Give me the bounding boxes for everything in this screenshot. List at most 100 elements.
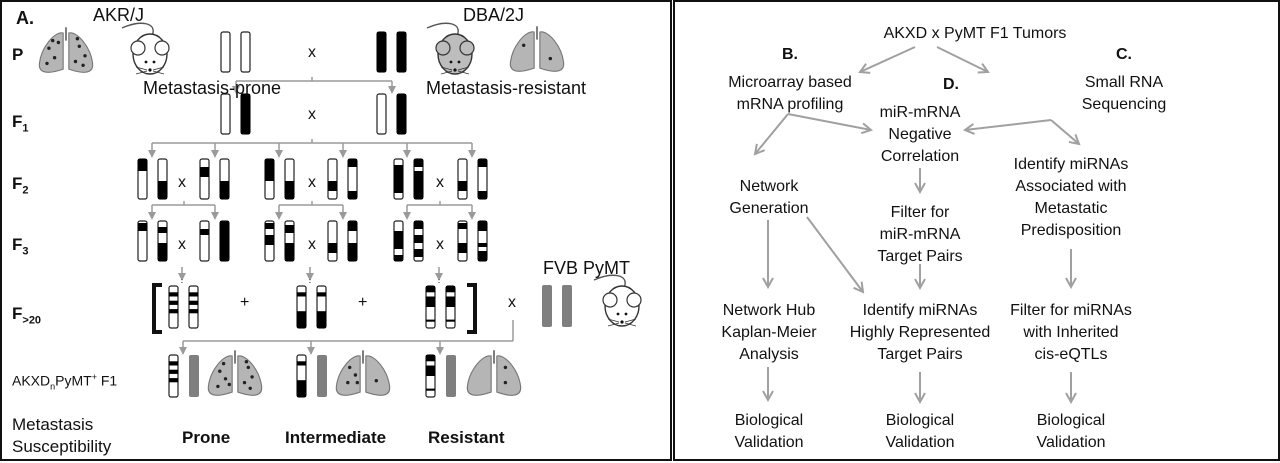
cross-connector bbox=[275, 201, 347, 220]
metastasis-dot bbox=[216, 384, 220, 389]
pymt-chromosome bbox=[317, 355, 327, 397]
node-b-network-hub: Network Hub Kaplan-Meier Analysis bbox=[721, 300, 816, 366]
node-line: miR-mRNA bbox=[879, 226, 961, 243]
mouse-whisker bbox=[152, 66, 165, 71]
chromosome-band bbox=[426, 319, 435, 322]
chromosome bbox=[413, 220, 424, 262]
node-line: Target Pairs bbox=[877, 248, 963, 265]
pymt-chromosome bbox=[189, 355, 199, 397]
chromosome-body bbox=[199, 158, 210, 200]
mouse-eye bbox=[616, 312, 620, 316]
arrow-network-to-identify bbox=[806, 216, 863, 292]
chromosome bbox=[396, 31, 407, 73]
akxd-c: F1 bbox=[96, 372, 118, 389]
chromosome-band bbox=[426, 388, 435, 391]
mouse-ear bbox=[602, 292, 618, 308]
chromosome bbox=[393, 220, 404, 262]
f3-base: F bbox=[12, 235, 23, 254]
metastasis-dot bbox=[73, 59, 78, 64]
node-line: Biological bbox=[885, 412, 955, 429]
metastasis-dot bbox=[242, 380, 247, 385]
metastasis-dot bbox=[353, 373, 358, 377]
metastasis-dot bbox=[374, 378, 379, 383]
chromosome bbox=[240, 31, 251, 73]
f3-sub: 3 bbox=[22, 245, 29, 258]
chromosome-band bbox=[478, 191, 487, 199]
chromosome-band bbox=[265, 235, 274, 245]
final-cross-connector bbox=[179, 320, 514, 355]
chromosome-band bbox=[297, 380, 306, 397]
chromosome bbox=[264, 158, 275, 200]
metastasis-dot bbox=[227, 382, 232, 387]
lung-left bbox=[335, 355, 361, 396]
strain-label-akr: AKR/J bbox=[93, 5, 145, 25]
node-line: miR-mRNA bbox=[879, 104, 961, 121]
node-line: Highly Represented bbox=[849, 324, 991, 341]
mouse-whisker bbox=[135, 66, 148, 71]
chromosome-band bbox=[458, 223, 467, 229]
mouse-whisker bbox=[440, 70, 453, 75]
metastasis-dot bbox=[548, 56, 553, 61]
chromosome bbox=[457, 158, 468, 200]
metastasis-dot bbox=[244, 359, 249, 364]
metastasis-dot bbox=[347, 365, 352, 370]
node-line: Biological bbox=[1036, 412, 1106, 429]
icons bbox=[38, 22, 642, 396]
mouse-tail bbox=[121, 22, 154, 37]
node-line: mRNA profiling bbox=[736, 96, 844, 113]
lungs-icon bbox=[466, 350, 522, 396]
node-d-negative-correlation: miR-mRNA Negative Correlation bbox=[880, 102, 961, 168]
outcome-intermediate: Intermediate bbox=[285, 428, 387, 447]
metastasis-dot bbox=[75, 36, 80, 41]
lungs-icon bbox=[38, 27, 94, 73]
chromosome-body bbox=[220, 93, 231, 135]
chromosome-band bbox=[297, 292, 306, 297]
node-line: Predisposition bbox=[1020, 222, 1122, 239]
cross-symbol-p: x bbox=[308, 44, 316, 61]
metastasis-dot bbox=[346, 380, 350, 385]
cross-connector bbox=[148, 139, 476, 158]
mouse-whisker bbox=[440, 66, 453, 71]
node-c-identify-mirnas: Identify miRNAs Associated with Metastat… bbox=[1014, 154, 1129, 242]
mouse-nose bbox=[453, 68, 457, 72]
breeding-diagram bbox=[38, 22, 642, 398]
node-line: Network bbox=[739, 178, 799, 195]
generation-label-f2: F2 bbox=[12, 174, 29, 196]
phenotype-label-prone: Metastasis-prone bbox=[143, 78, 282, 98]
lung-left bbox=[207, 355, 233, 396]
node-d-identify-mirnas: Identify miRNAs Highly Represented Targe… bbox=[850, 300, 991, 366]
mouse-ear bbox=[626, 292, 642, 308]
arrow-c-to-d bbox=[965, 119, 1052, 130]
chromosome-band bbox=[285, 243, 294, 261]
node-line: Network Hub bbox=[722, 302, 816, 319]
lung-left bbox=[38, 32, 64, 73]
chromosome-band bbox=[414, 159, 423, 167]
f1-base: F bbox=[12, 112, 23, 131]
susceptibility-line2: Susceptibility bbox=[12, 437, 112, 456]
mouse-nose bbox=[148, 68, 152, 72]
cross-connector bbox=[232, 77, 396, 94]
cross-symbol-f2-a: x bbox=[178, 174, 186, 191]
node-line: Validation bbox=[734, 434, 804, 451]
plus-symbol-1: + bbox=[240, 294, 250, 311]
node-line: Validation bbox=[885, 434, 955, 451]
outcome-prone: Prone bbox=[182, 428, 231, 447]
chromosome bbox=[168, 354, 179, 398]
chromosome bbox=[137, 220, 148, 262]
outcome-resistant: Resistant bbox=[428, 428, 505, 447]
chromosome-band bbox=[189, 300, 198, 305]
chromosome bbox=[157, 158, 168, 200]
chromosome-band bbox=[414, 249, 423, 257]
phenotype-label-resistant: Metastasis-resistant bbox=[426, 78, 587, 98]
metastasis-dot bbox=[52, 55, 57, 60]
node-c-small-rna: Small RNA Sequencing bbox=[1082, 72, 1167, 116]
chromosome-band bbox=[478, 159, 487, 167]
chromosome bbox=[264, 220, 275, 262]
cross-connector bbox=[148, 201, 219, 220]
chromosome-band bbox=[265, 223, 274, 229]
lung-right bbox=[237, 355, 263, 396]
chromosome bbox=[347, 158, 358, 200]
arrow-b-to-d bbox=[787, 113, 871, 130]
chromosome bbox=[316, 285, 327, 329]
mouse-whisker bbox=[457, 66, 470, 71]
